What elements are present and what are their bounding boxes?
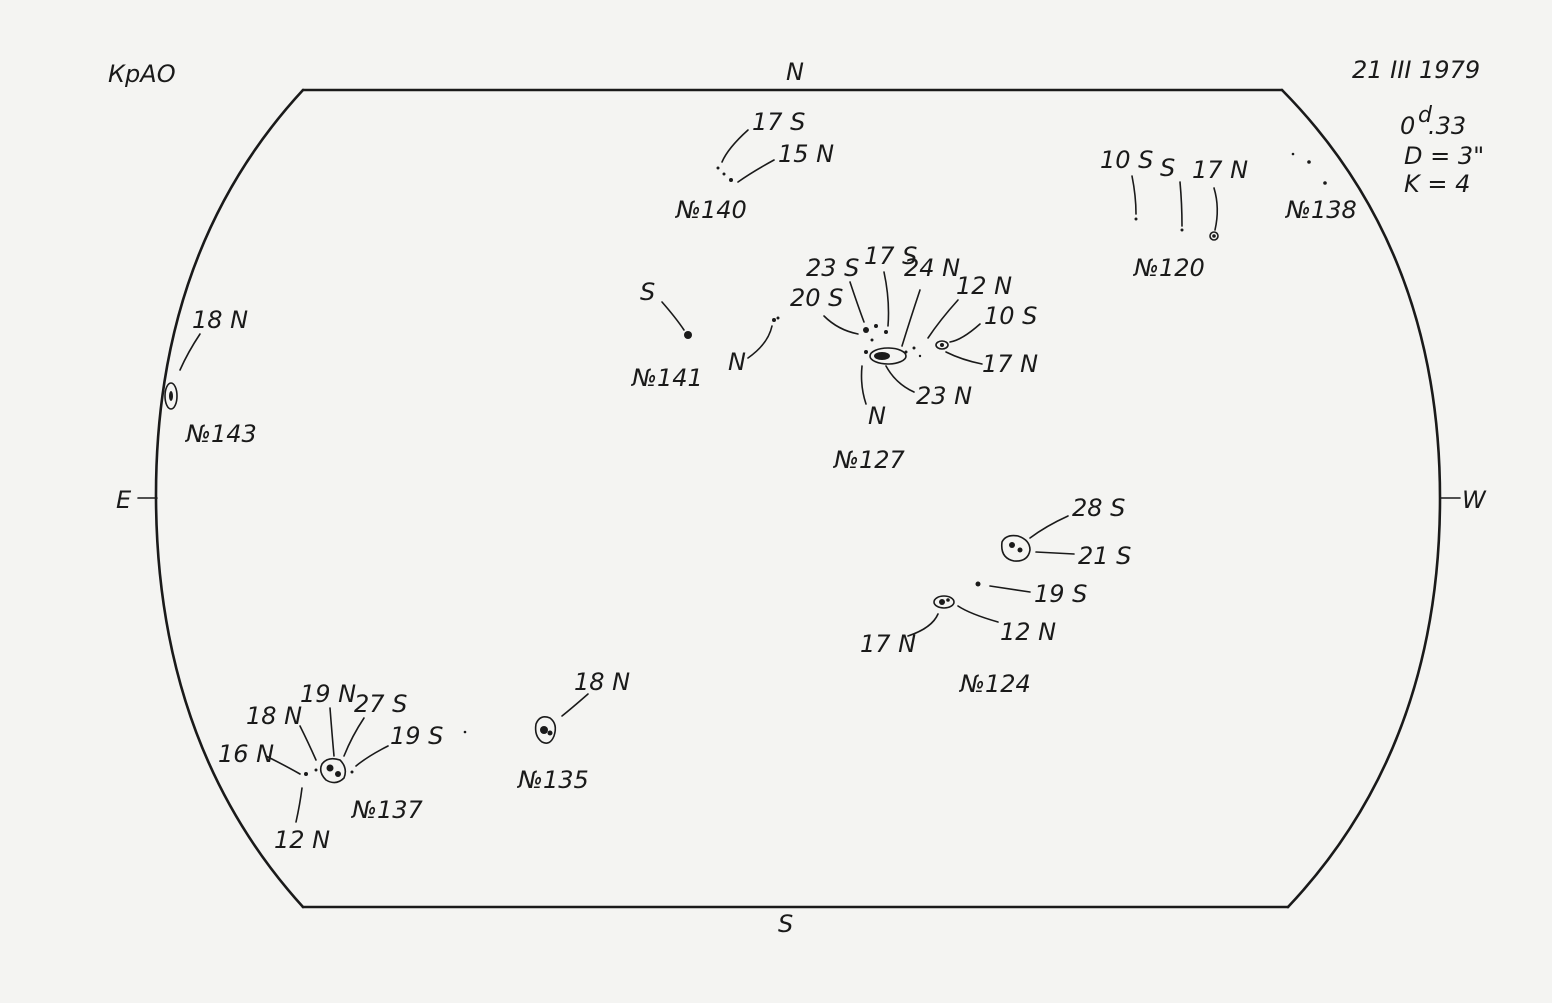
k-label: K = 4 <box>1404 170 1470 198</box>
label: 21 S <box>1078 542 1131 570</box>
north-label: N <box>786 58 804 86</box>
group-127: 23 S 17 S 24 N 12 N 20 S 10 S 17 N 23 N … <box>790 242 1038 474</box>
group-number: №138 <box>1284 196 1357 224</box>
label: 19 N <box>300 680 356 708</box>
label: 17 N <box>982 350 1038 378</box>
label: 17 N <box>860 630 916 658</box>
group-140: 17 S 15 N №140 <box>674 108 834 224</box>
diameter-label: D = 3" <box>1404 142 1484 170</box>
label: N <box>868 402 886 430</box>
label: 10 S <box>984 302 1037 330</box>
south-label: S <box>778 910 793 938</box>
label: 15 N <box>778 140 834 168</box>
group-138: №138 <box>1284 152 1357 224</box>
group-124: 28 S 21 S 19 S 12 N 17 N №124 <box>860 494 1131 698</box>
east-label: E <box>116 486 132 514</box>
label: 10 S <box>1100 146 1153 174</box>
group-number: №124 <box>958 670 1031 698</box>
group-number: №137 <box>350 796 424 824</box>
group-135: 18 N №135 <box>463 668 630 794</box>
east-limb <box>154 88 305 909</box>
label: 17 S <box>864 242 917 270</box>
date-label: 21 III 1979 <box>1352 56 1480 84</box>
group-number: №120 <box>1132 254 1205 282</box>
label: 16 N <box>218 740 274 768</box>
label: 28 S <box>1072 494 1125 522</box>
label: 23 N <box>916 382 972 410</box>
group-number: №135 <box>516 766 589 794</box>
label: N <box>728 348 746 376</box>
label: 17 S <box>752 108 805 136</box>
label: 19 S <box>1034 580 1087 608</box>
observatory-label: КрАО <box>108 60 176 88</box>
label: 20 S <box>790 284 843 312</box>
group-143: 18 N №143 <box>164 306 257 448</box>
group-number: №127 <box>832 446 906 474</box>
label: 17 N <box>1192 156 1248 184</box>
label: 27 S <box>354 690 407 718</box>
label: 18 N <box>574 668 630 696</box>
solar-disk-outline <box>137 88 1461 909</box>
group-137: 19 N 18 N 27 S 19 S 16 N 12 N №137 <box>218 680 443 854</box>
svg-text:.33: .33 <box>1428 112 1466 140</box>
label: 23 S <box>806 254 859 282</box>
label: 24 N <box>904 254 960 282</box>
svg-text:0: 0 <box>1400 112 1415 140</box>
west-label: W <box>1462 486 1487 514</box>
label: 12 N <box>956 272 1012 300</box>
label: S <box>640 278 655 306</box>
label: 12 N <box>274 826 330 854</box>
group-number: №140 <box>674 196 747 224</box>
group-141: S N №141 <box>630 278 780 392</box>
label: 18 N <box>192 306 248 334</box>
label: 19 S <box>390 722 443 750</box>
group-number: №143 <box>184 420 257 448</box>
group-120: 10 S S 17 N №120 <box>1100 146 1248 282</box>
svg-text:d: d <box>1418 103 1433 128</box>
label: S <box>1160 154 1175 182</box>
group-number: №141 <box>630 364 703 392</box>
time-label: 0 d .33 <box>1400 103 1466 140</box>
label: 12 N <box>1000 618 1056 646</box>
label: 18 N <box>246 702 302 730</box>
